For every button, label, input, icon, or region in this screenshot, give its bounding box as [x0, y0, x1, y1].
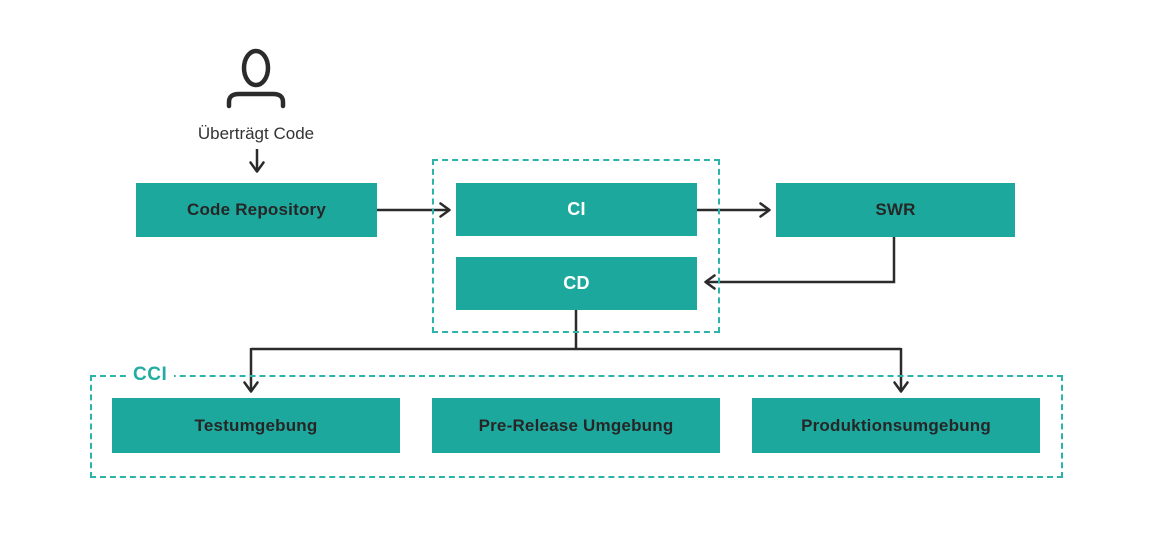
node-testumgebung: Testumgebung	[112, 398, 400, 453]
node-cd: CD	[456, 257, 697, 310]
actor-action-label: Überträgt Code	[197, 124, 315, 143]
cci-group-label: CCI	[126, 364, 175, 386]
node-swr: SWR	[776, 183, 1015, 237]
node-pre-release-umgebung: Pre-Release Umgebung	[432, 398, 720, 453]
node-produktionsumgebung: Produktionsumgebung	[752, 398, 1040, 453]
connector-swr-to-cd	[704, 237, 896, 290]
node-code-repository: Code Repository	[136, 183, 377, 237]
person-icon	[226, 48, 286, 109]
node-ci: CI	[456, 183, 697, 236]
cci-group: CCI	[90, 364, 1063, 478]
